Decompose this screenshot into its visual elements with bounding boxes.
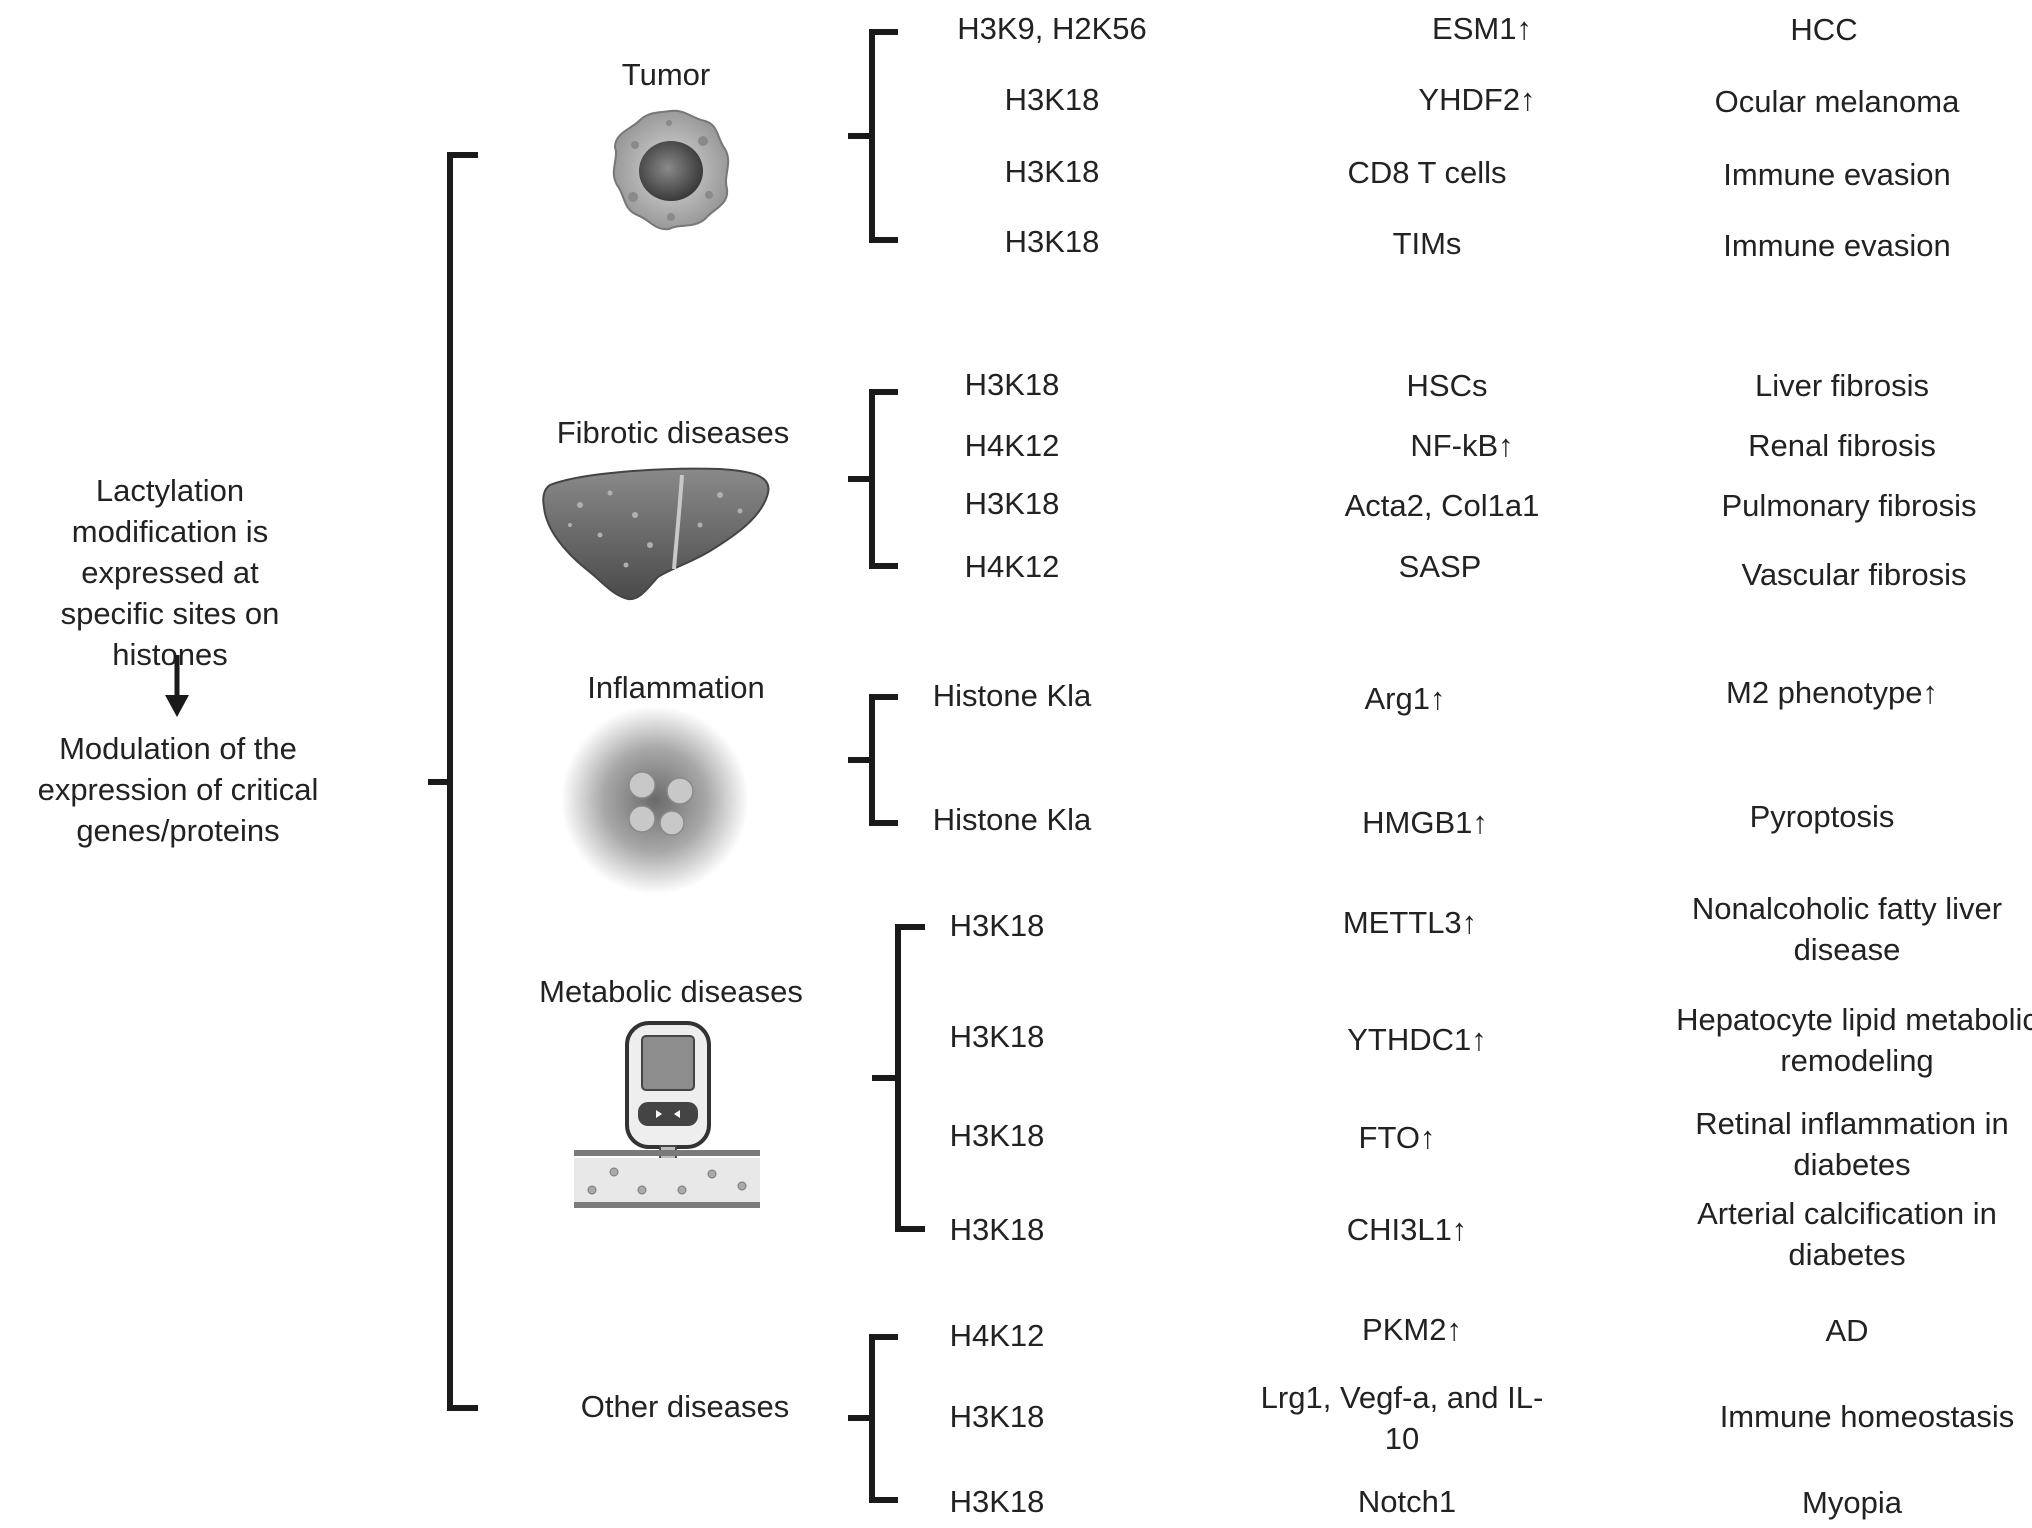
site-label: Histone Kla [932, 802, 1092, 837]
site-label: H3K18 [949, 1484, 1045, 1519]
outcome-label: Liver fibrosis [1755, 368, 1929, 403]
target-label: FTO↑ [1358, 1120, 1436, 1155]
target-label: SASP [1398, 549, 1482, 584]
target-label: PKM2↑ [1362, 1312, 1462, 1347]
outcome-label: Myopia [1802, 1485, 1902, 1520]
site-label: H4K12 [964, 428, 1060, 463]
outcome-label: M2 phenotype↑ [1726, 675, 1938, 710]
target-label: YTHDC1↑ [1347, 1022, 1487, 1057]
site-label: H3K18 [1004, 82, 1100, 117]
outcome-label: Retinal inflammation in diabetes [1695, 1106, 2009, 1182]
target-label: CHI3L1↑ [1346, 1212, 1468, 1247]
site-label: H3K18 [949, 1118, 1045, 1153]
tumor-cell-icon [612, 109, 730, 231]
site-label: H3K9, H2K56 [957, 11, 1147, 46]
target-label: HMGB1↑ [1362, 805, 1488, 840]
site-label: H4K12 [949, 1318, 1045, 1353]
main-bracket [428, 152, 478, 1411]
group-label-fibrotic: Fibrotic diseases [556, 415, 790, 450]
outcome-label: Renal fibrosis [1748, 428, 1936, 463]
glucose-meter-icon [574, 1021, 760, 1208]
target-label: Acta2, Col1a1 [1344, 488, 1540, 523]
lactylation-statement: Lactylation modification is expressed at… [60, 473, 280, 672]
site-label: H3K18 [949, 1212, 1045, 1247]
inflammation-cells-icon [561, 706, 749, 894]
outcome-label: Pulmonary fibrosis [1721, 488, 1977, 523]
site-label: H3K18 [1004, 224, 1100, 259]
modulation-result: Modulation of the expression of critical… [37, 731, 319, 848]
target-label: YHDF2↑ [1418, 82, 1536, 117]
site-label: H3K18 [949, 908, 1045, 943]
outcome-label: Immune evasion [1723, 157, 1951, 192]
group-label-tumor: Tumor [621, 57, 711, 92]
outcome-label: Nonalcoholic fatty liver disease [1691, 891, 2003, 967]
site-label: H3K18 [949, 1399, 1045, 1434]
outcome-label: Immune homeostasis [1719, 1399, 2015, 1434]
outcome-label: Pyroptosis [1749, 799, 1895, 834]
inflammation-bracket [848, 694, 898, 826]
fibrotic-bracket [848, 389, 898, 569]
liver-icon [542, 467, 770, 601]
target-label: CD8 T cells [1347, 155, 1507, 190]
target-label: Arg1↑ [1364, 681, 1446, 716]
target-label: METTL3↑ [1342, 905, 1478, 940]
site-label: H4K12 [964, 549, 1060, 584]
target-label: TIMs [1392, 226, 1462, 261]
group-label-other: Other diseases [580, 1389, 790, 1424]
target-label: NF-kB↑ [1410, 428, 1514, 463]
tumor-bracket [848, 29, 898, 243]
group-label-metabolic: Metabolic diseases [539, 974, 803, 1009]
target-label: ESM1↑ [1432, 11, 1532, 46]
target-label: HSCs [1406, 368, 1488, 403]
arrow-down-icon [165, 655, 189, 717]
outcome-label: Vascular fibrosis [1741, 557, 1967, 592]
site-label: H3K18 [1004, 154, 1100, 189]
site-label: Histone Kla [932, 678, 1092, 713]
outcome-label: Immune evasion [1723, 228, 1951, 263]
target-label: Notch1 [1357, 1484, 1457, 1519]
outcome-label: HCC [1790, 12, 1858, 47]
metabolic-bracket [872, 924, 925, 1232]
other-bracket [848, 1334, 898, 1503]
outcome-label: Ocular melanoma [1714, 84, 1960, 119]
site-label: H3K18 [964, 367, 1060, 402]
outcome-label: AD [1825, 1313, 1869, 1348]
outcome-label: Hepatocyte lipid metabolic remodeling [1676, 1002, 2032, 1078]
outcome-label: Arterial calcification in diabetes [1697, 1196, 1997, 1272]
target-label: Lrg1, Vegf-a, and IL-10 [1260, 1380, 1544, 1456]
group-label-inflammation: Inflammation [587, 670, 765, 705]
site-label: H3K18 [949, 1019, 1045, 1054]
site-label: H3K18 [964, 486, 1060, 521]
